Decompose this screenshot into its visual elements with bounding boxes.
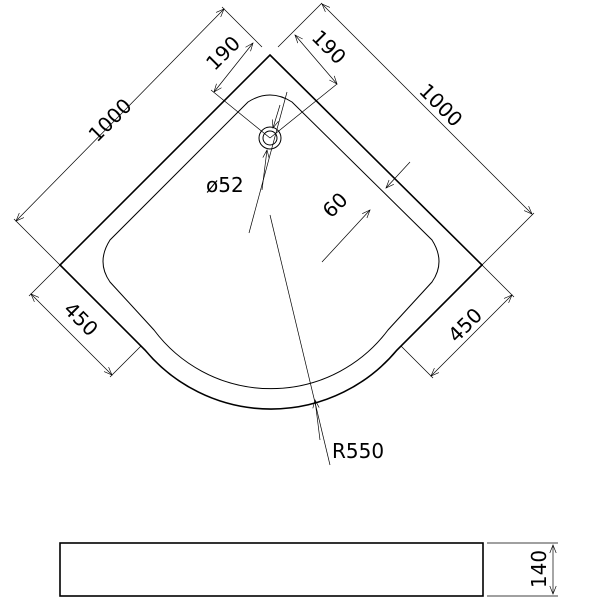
dimension-straight-right: 450 bbox=[400, 264, 515, 379]
dimension-label: 60 bbox=[318, 188, 353, 223]
dimension-label: 140 bbox=[527, 550, 551, 588]
dimension-drain-diameter: ø52 bbox=[206, 91, 288, 234]
dimension-label: 190 bbox=[201, 31, 245, 75]
tray-outer-contour bbox=[58, 53, 484, 410]
tray-inner-contour bbox=[102, 94, 440, 390]
dimension-radius: R550 bbox=[269, 214, 384, 466]
drain-inner-circle bbox=[262, 130, 278, 146]
dimension-label: 1000 bbox=[84, 94, 137, 147]
dimension-drain-offset-right: 190 bbox=[269, 25, 351, 139]
dimension-label: 1000 bbox=[414, 79, 467, 132]
dimension-rim-width: 60 bbox=[318, 161, 411, 263]
dimension-straight-left: 450 bbox=[28, 264, 142, 378]
dimension-label: R550 bbox=[332, 439, 384, 463]
dimension-label: 450 bbox=[59, 297, 103, 341]
dimension-label: 190 bbox=[307, 25, 351, 69]
dimension-drain-offset-left: 190 bbox=[201, 31, 271, 139]
drain-outer-circle bbox=[258, 126, 282, 150]
dimension-height: 140 bbox=[487, 542, 558, 597]
dimension-label: ø52 bbox=[206, 173, 244, 197]
dimension-label: 450 bbox=[443, 303, 487, 347]
side-view-rect bbox=[59, 542, 484, 597]
